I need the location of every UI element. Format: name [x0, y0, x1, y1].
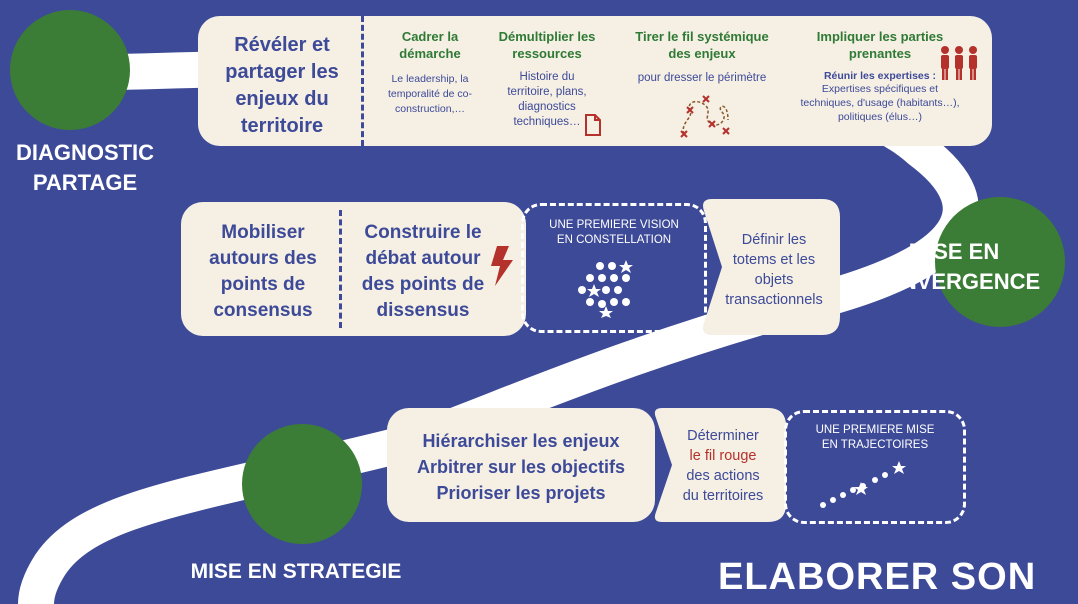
- fil-rouge-highlight: le fil rouge: [689, 448, 757, 464]
- stage-circle-convergence: [935, 197, 1065, 327]
- stage-label-strategie: MISE EN STRATEGIE: [190, 560, 402, 583]
- constellation-icon: [578, 260, 633, 318]
- column-lead: Réunir les expertises :: [823, 70, 937, 82]
- totems-card-shape: [703, 199, 840, 335]
- fil-rouge-card-shape: [654, 408, 786, 522]
- title-elaborer: ELABORER SON: [718, 556, 1037, 598]
- people-icon: [941, 46, 977, 80]
- column-text: pour dresser le périmètre: [637, 72, 767, 84]
- fil-rouge-text: Déterminer le fil rouge des actions du t…: [668, 426, 778, 506]
- treasure-map-icon: [680, 95, 730, 138]
- document-icon: [585, 114, 601, 136]
- divider: [361, 16, 364, 146]
- divider: [339, 210, 342, 328]
- trajectory-stars-icon: [820, 461, 906, 508]
- lightning-icon: [491, 246, 513, 286]
- stage-circle-strategie: [242, 424, 362, 544]
- stage-circle-diagnostic: [10, 10, 130, 130]
